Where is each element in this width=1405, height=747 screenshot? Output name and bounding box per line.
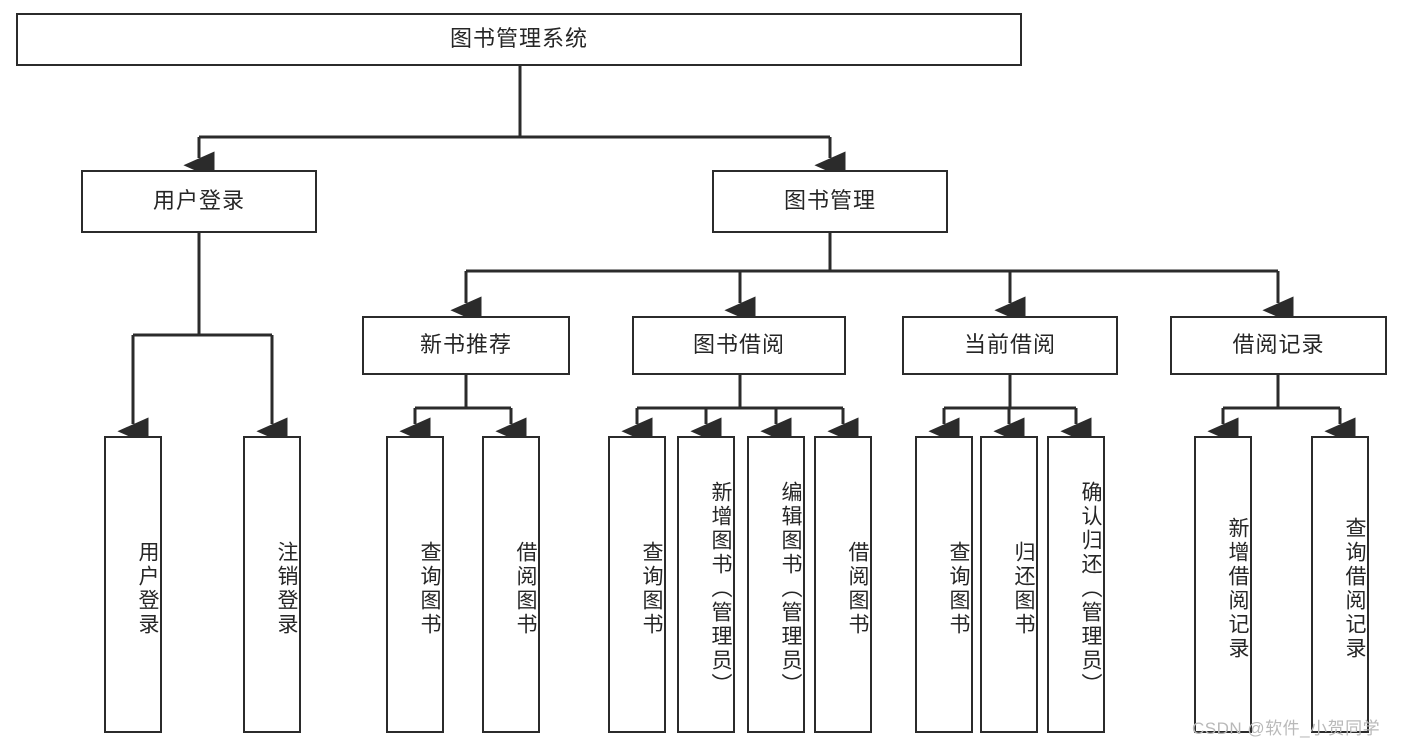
node-leaf-query-book-2-label: 查询图书 — [640, 540, 663, 637]
node-leaf-borrow-book-2-label: 借阅图书 — [846, 540, 869, 637]
node-new-book-rec-label: 新书推荐 — [419, 332, 512, 358]
node-leaf-confirm-return-label: 确认归还（管理员） — [1079, 480, 1102, 697]
node-current-borrow-label: 当前借阅 — [963, 332, 1056, 358]
csdn-watermark: CSDN @软件_小贺同学 — [1192, 719, 1381, 738]
node-new-book-rec[interactable]: 新书推荐 — [362, 316, 570, 375]
node-root-label: 图书管理系统 — [449, 26, 588, 52]
node-leaf-user-login[interactable]: 用户登录 — [104, 436, 162, 733]
node-book-manage-label: 图书管理 — [783, 188, 876, 214]
node-leaf-return-book-label: 归还图书 — [1012, 540, 1035, 637]
node-leaf-user-login-label: 用户登录 — [136, 540, 159, 637]
node-borrow-record[interactable]: 借阅记录 — [1170, 316, 1387, 375]
node-book-manage[interactable]: 图书管理 — [712, 170, 948, 233]
node-current-borrow[interactable]: 当前借阅 — [902, 316, 1118, 375]
node-leaf-add-book[interactable]: 新增图书（管理员） — [677, 436, 735, 733]
node-book-borrow[interactable]: 图书借阅 — [632, 316, 846, 375]
node-book-borrow-label: 图书借阅 — [692, 332, 785, 358]
node-leaf-borrow-book-1-label: 借阅图书 — [514, 540, 537, 637]
node-leaf-logout-label: 注销登录 — [275, 540, 298, 637]
node-leaf-query-book-2[interactable]: 查询图书 — [608, 436, 666, 733]
node-leaf-query-record-label: 查询借阅记录 — [1343, 516, 1366, 661]
node-leaf-add-record[interactable]: 新增借阅记录 — [1194, 436, 1252, 733]
node-leaf-confirm-return[interactable]: 确认归还（管理员） — [1047, 436, 1105, 733]
node-leaf-query-book-3-label: 查询图书 — [947, 540, 970, 637]
node-leaf-query-record[interactable]: 查询借阅记录 — [1311, 436, 1369, 733]
node-leaf-return-book[interactable]: 归还图书 — [980, 436, 1038, 733]
node-leaf-query-book-1[interactable]: 查询图书 — [386, 436, 444, 733]
node-user-login-label: 用户登录 — [152, 188, 245, 214]
node-leaf-add-book-label: 新增图书（管理员） — [709, 480, 732, 697]
node-user-login[interactable]: 用户登录 — [81, 170, 317, 233]
node-leaf-edit-book-label: 编辑图书（管理员） — [779, 480, 802, 697]
node-leaf-logout[interactable]: 注销登录 — [243, 436, 301, 733]
node-leaf-add-record-label: 新增借阅记录 — [1226, 516, 1249, 661]
node-leaf-borrow-book-1[interactable]: 借阅图书 — [482, 436, 540, 733]
node-leaf-query-book-1-label: 查询图书 — [418, 540, 441, 637]
node-leaf-query-book-3[interactable]: 查询图书 — [915, 436, 973, 733]
node-borrow-record-label: 借阅记录 — [1232, 332, 1325, 358]
node-leaf-borrow-book-2[interactable]: 借阅图书 — [814, 436, 872, 733]
node-root[interactable]: 图书管理系统 — [16, 13, 1022, 66]
node-leaf-edit-book[interactable]: 编辑图书（管理员） — [747, 436, 805, 733]
